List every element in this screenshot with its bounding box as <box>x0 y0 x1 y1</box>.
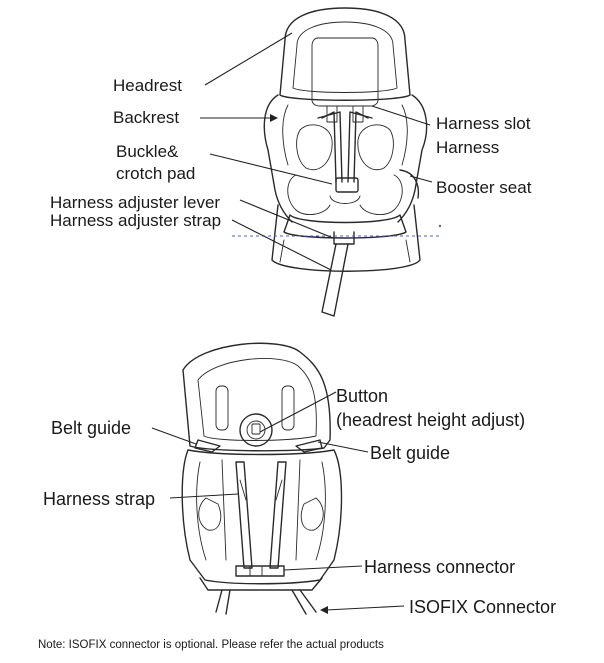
label-harness-slot: Harness slot <box>436 114 531 133</box>
footnote: Note: ISOFIX connector is optional. Plea… <box>38 639 384 651</box>
label-buckle-line2: crotch pad <box>116 164 196 183</box>
label-buckle-line1: Buckle& <box>116 142 179 161</box>
label-harness-connector: Harness connector <box>364 557 516 577</box>
label-headrest: Headrest <box>113 76 182 95</box>
label-belt-guide-left: Belt guide <box>51 418 132 438</box>
label-harness-adjuster-strap: Harness adjuster strap <box>50 211 222 230</box>
label-harness: Harness <box>436 138 500 157</box>
label-harness-strap: Harness strap <box>43 489 156 509</box>
label-harness-adjuster-lever: Harness adjuster lever <box>50 193 221 212</box>
car-seat-front-illustration <box>200 7 442 317</box>
label-belt-guide-right: Belt guide <box>370 443 451 463</box>
label-backrest: Backrest <box>113 108 180 127</box>
label-button-line2: (headrest height adjust) <box>336 410 526 430</box>
label-button-line1: Button <box>336 386 389 406</box>
label-booster-seat: Booster seat <box>436 178 532 197</box>
label-isofix-connector: ISOFIX Connector <box>409 597 557 617</box>
